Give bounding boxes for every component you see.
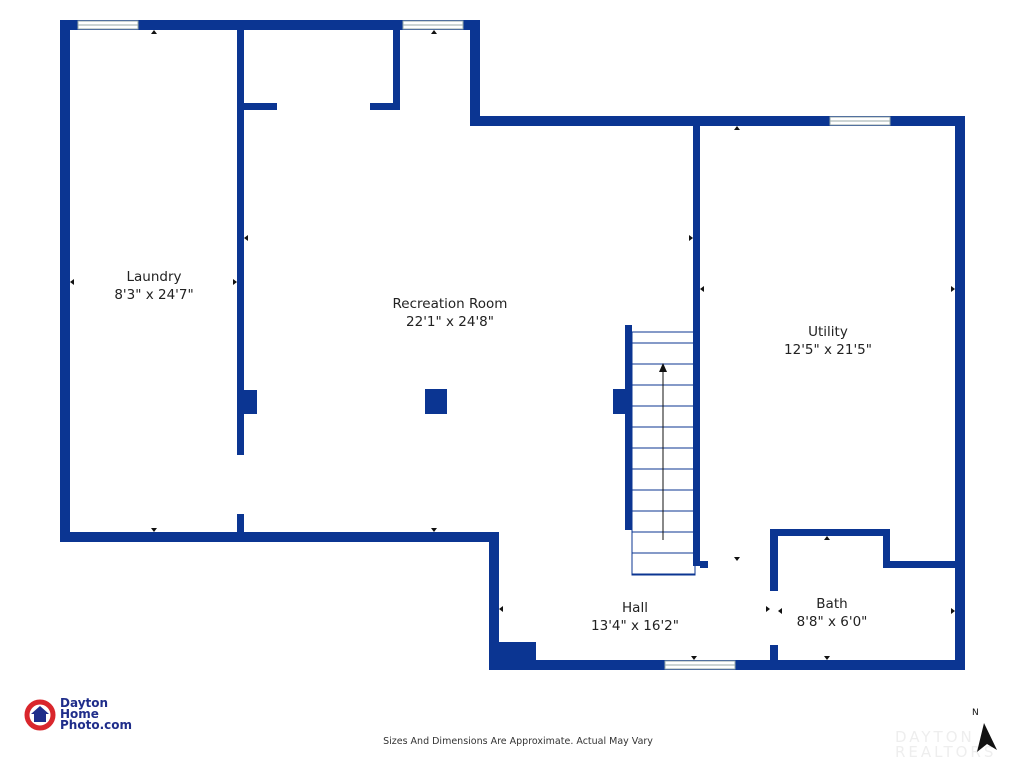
stair-arrow-icon xyxy=(659,363,667,372)
room-recreation: Recreation Room 22'1" x 24'8" xyxy=(393,295,508,331)
logo-line: Dayton xyxy=(60,696,109,710)
house-camera-icon xyxy=(24,699,56,730)
room-name: Recreation Room xyxy=(392,296,508,312)
room-dims: 13'4" x 16'2" xyxy=(591,618,679,634)
disclaimer: Sizes And Dimensions Are Approximate. Ac… xyxy=(383,736,653,747)
room-laundry: Laundry 8'3" x 24'7" xyxy=(114,268,193,304)
room-dims: 22'1" x 24'8" xyxy=(406,314,494,330)
room-name: Bath xyxy=(816,596,848,612)
room-dims: 8'8" x 6'0" xyxy=(796,614,868,630)
windows xyxy=(77,20,891,670)
room-dims: 8'3" x 24'7" xyxy=(114,287,194,303)
room-utility: Utility 12'5" x 21'5" xyxy=(784,323,872,359)
dimension-markers xyxy=(70,30,955,660)
logo-line: Home xyxy=(60,707,99,721)
compass-label: N xyxy=(972,708,979,718)
stairs xyxy=(631,331,696,576)
logo-line: Photo.com xyxy=(60,718,132,732)
room-hall: Hall 13'4" x 16'2" xyxy=(591,599,679,635)
logo: Dayton Home Photo.com xyxy=(24,696,132,732)
watermark: DAYTON REALTORS xyxy=(895,728,997,761)
room-name: Laundry xyxy=(126,269,182,285)
room-name: Hall xyxy=(622,600,648,616)
room-bath: Bath 8'8" x 6'0" xyxy=(797,595,868,631)
room-dims: 12'5" x 21'5" xyxy=(784,342,872,358)
room-name: Utility xyxy=(808,324,848,340)
